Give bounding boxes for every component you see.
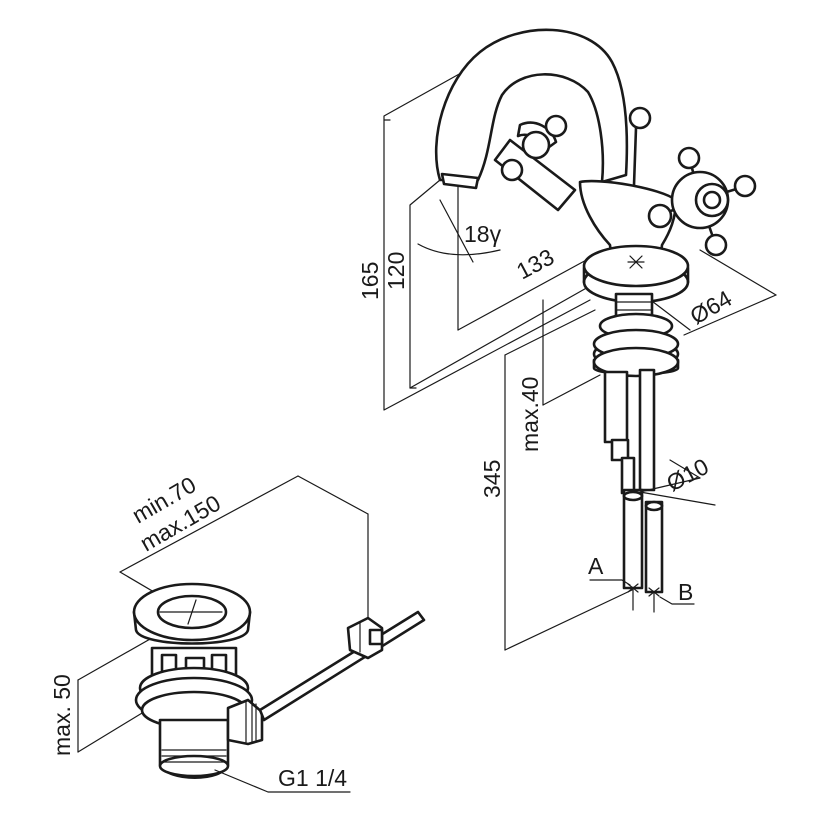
height-dimension-lines — [383, 67, 591, 411]
waste-pull-rod — [258, 610, 426, 722]
faucet-base-plate — [582, 244, 690, 304]
thread-leader — [214, 769, 351, 793]
faucet-drawing — [383, 28, 777, 651]
rear-handle — [493, 114, 577, 212]
front-cross-handle — [647, 146, 757, 257]
pop-up-lever — [628, 106, 652, 187]
hose-b-label: B — [678, 579, 693, 605]
max-deck-label: max.40 — [517, 377, 543, 452]
supply-hoses — [603, 368, 664, 613]
waste-rod-clamp — [346, 616, 384, 660]
faucet-spout — [434, 28, 629, 190]
waste-side-connector — [226, 698, 264, 746]
mounting-shank — [592, 292, 680, 378]
hose-length-label: 345 — [479, 460, 505, 498]
waste-plug — [132, 582, 252, 645]
deck-dimension-lines — [504, 299, 633, 651]
thread-label: G1 1/4 — [278, 765, 347, 791]
waste-drawing — [77, 475, 426, 793]
hose-diameter-lines — [639, 459, 716, 506]
height-total-label: 165 — [357, 262, 383, 300]
hose-a-label: A — [588, 553, 604, 579]
waste-body — [158, 718, 230, 780]
faucet-body — [578, 179, 678, 264]
spout-reach-label: 133 — [512, 243, 558, 284]
waste-height-label: max. 50 — [49, 674, 75, 756]
hose-label-leaders — [589, 579, 695, 605]
spout-angle-label: 18γ — [464, 221, 502, 247]
height-spout-label: 120 — [383, 252, 409, 290]
